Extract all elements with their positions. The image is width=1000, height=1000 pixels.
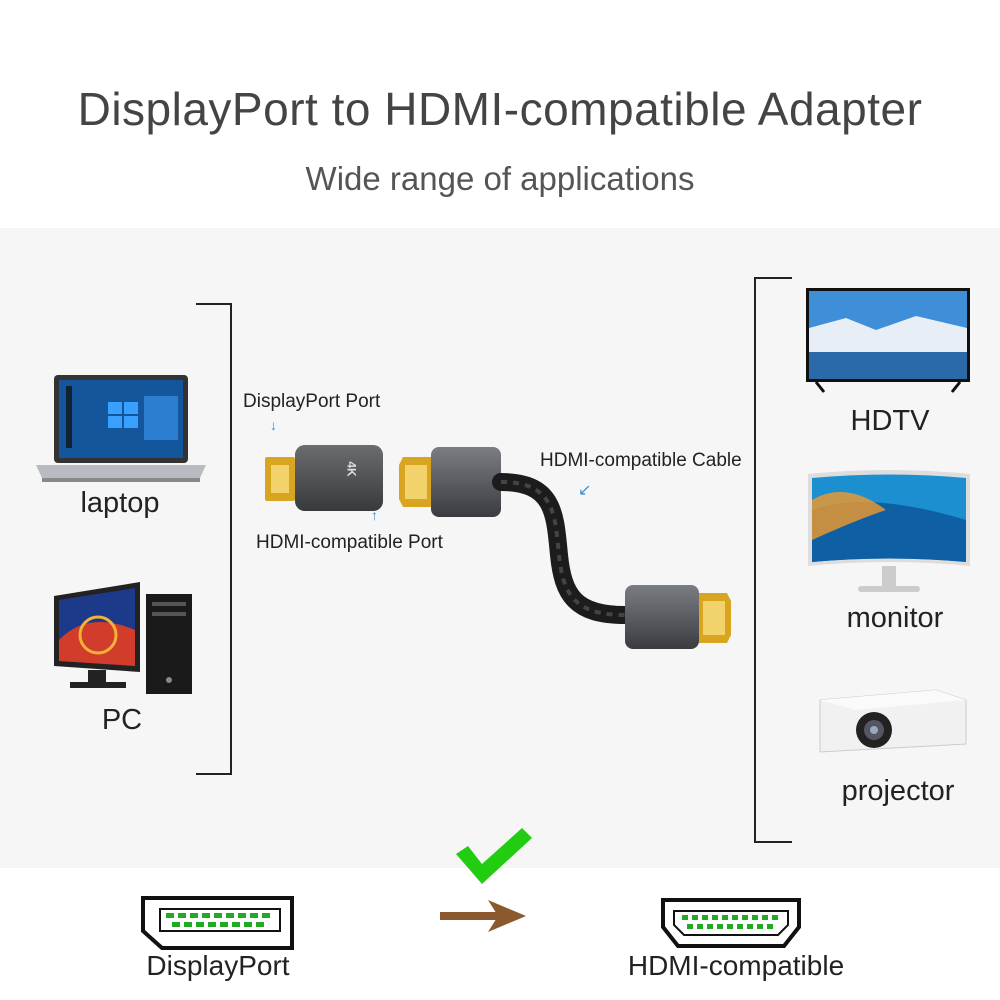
- displayport-connector-icon: [140, 895, 295, 951]
- curved-monitor-icon: [806, 470, 972, 595]
- 4k-badge: 4K: [344, 461, 359, 477]
- adapter-cable-illustration: [255, 435, 745, 655]
- left-bracket: [196, 303, 232, 775]
- page-title: DisplayPort to HDMI-compatible Adapter: [77, 83, 923, 135]
- displayport-port-label: DisplayPort Port: [243, 391, 381, 412]
- hdmi-connector-icon: [660, 897, 802, 949]
- pc-label: PC: [101, 704, 143, 736]
- arrow-diagonal-icon: ↙: [578, 482, 592, 499]
- hdmi-port-label: HDMI-compatible Port: [256, 532, 443, 553]
- hdmi-connector-label: HDMI-compatible: [627, 950, 845, 981]
- displayport-connector-label: DisplayPort: [146, 950, 290, 981]
- laptop-label: laptop: [80, 487, 160, 519]
- page-subtitle: Wide range of applications: [305, 160, 695, 197]
- desktop-pc-icon: [48, 580, 198, 700]
- hdtv-label: HDTV: [850, 405, 930, 437]
- hdmi-cable-label: HDMI-compatible Cable: [540, 450, 742, 471]
- arrow-down-icon: ↓: [270, 417, 277, 433]
- laptop-icon: [30, 372, 210, 487]
- projector-icon: [816, 686, 968, 758]
- hdtv-icon: [806, 288, 970, 394]
- arrow-up-icon: ↑: [371, 507, 378, 523]
- arrow-right-icon: [440, 896, 530, 936]
- checkmark-icon: [452, 826, 534, 886]
- right-bracket: [754, 277, 792, 843]
- monitor-label: monitor: [846, 602, 944, 634]
- projector-label: projector: [841, 775, 955, 807]
